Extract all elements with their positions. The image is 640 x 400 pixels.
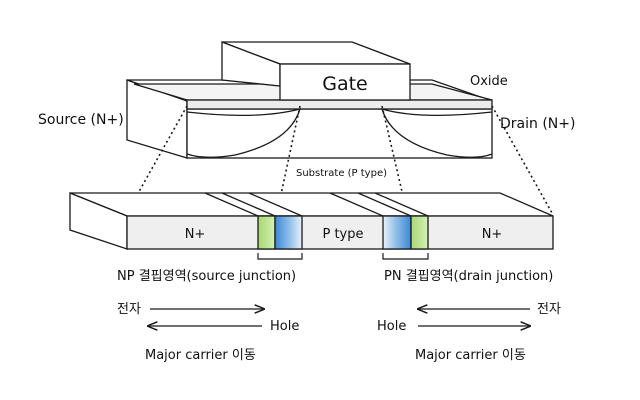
drain-well-arc [381,108,493,158]
np-depletion-blue [274,215,303,250]
n-plus-right-label: N+ [482,227,503,242]
pn-depletion-green [410,215,429,250]
substrate-label: Substrate (P type) [296,168,387,179]
hole-label-left: Hole [270,319,299,334]
hole-label-right: Hole [377,319,406,334]
oxide-label: Oxide [470,74,508,89]
junction-strip [69,192,554,250]
pn-junction-label: PN 결핍영역(drain junction) [384,269,553,284]
source-well-arc [186,108,301,158]
n-plus-left-label: N+ [185,227,206,242]
np-depletion-green [257,215,276,250]
oxide-layer [186,99,493,110]
source-label: Source (N+) [38,112,124,128]
carrier-arrows [148,309,530,326]
electron-label-left: 전자 [117,302,141,317]
substrate-front-face [186,108,493,159]
mosfet-3d [126,41,493,159]
p-type-label: P type [322,227,363,242]
strip-top-face [69,192,554,217]
gate-label: Gate [322,73,368,95]
drain-label: Drain (N+) [500,116,575,132]
junction-brackets [257,253,429,260]
pn-depletion-blue [382,215,412,250]
major-carrier-left: Major carrier 이동 [145,348,256,363]
electron-label-right: 전자 [537,302,561,317]
np-junction-label: NP 결핍영역(source junction) [117,269,296,284]
strip-front-face [126,215,554,250]
major-carrier-right: Major carrier 이동 [415,348,526,363]
gate-front-face [279,63,411,101]
